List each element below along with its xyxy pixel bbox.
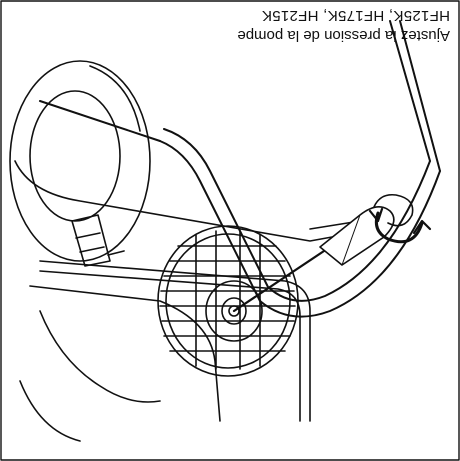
caption-models: HF125K, HF175K, HF215K: [262, 7, 450, 24]
heater-end-cap: [10, 61, 150, 261]
caption-instruction: Ajustez la pression de la pompe: [237, 27, 450, 44]
heater-housing: [15, 161, 365, 441]
fan-guard: [158, 226, 298, 376]
